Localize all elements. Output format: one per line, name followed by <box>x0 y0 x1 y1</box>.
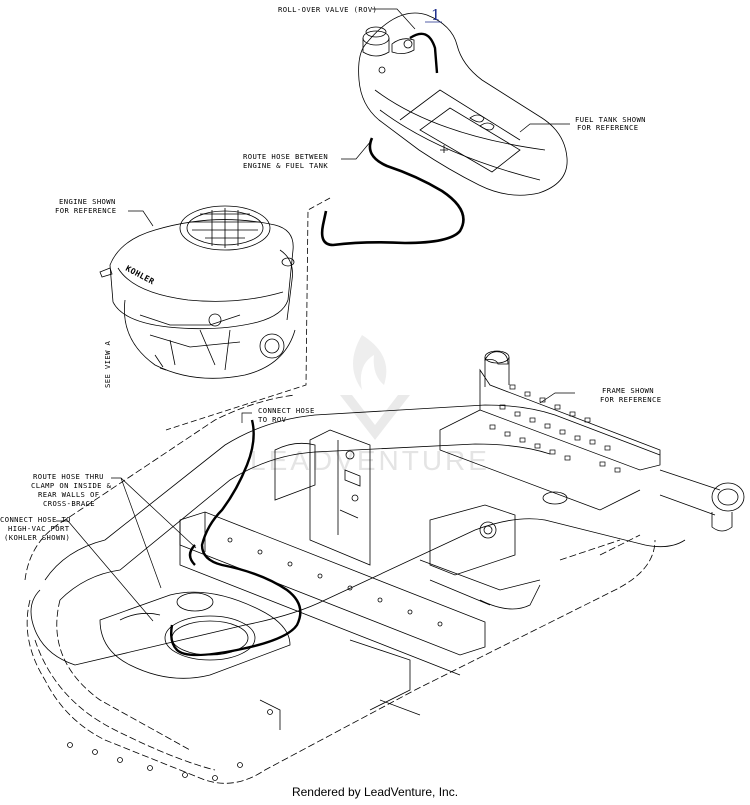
vent-hose-branch <box>188 544 196 566</box>
label-rov: ROLL-OVER VALVE (ROV) <box>278 5 377 14</box>
label-see-view: SEE VIEW A <box>103 340 112 388</box>
fuel-hose[interactable] <box>320 137 465 247</box>
label-engine-1: ENGINE SHOWN <box>59 197 116 206</box>
frame[interactable] <box>24 350 745 784</box>
engine[interactable] <box>99 205 296 379</box>
engine-brand: KOHLER <box>124 264 156 287</box>
label-engine-2: FOR REFERENCE <box>55 206 116 215</box>
fuel-tank[interactable] <box>358 12 568 196</box>
label-route-thru-4: CROSS-BRACE <box>43 499 95 508</box>
rov-hose-top <box>409 32 439 74</box>
vent-hose[interactable] <box>169 419 302 657</box>
footer-credit: Rendered by LeadVenture, Inc. <box>291 785 459 799</box>
view-a-box <box>165 197 331 431</box>
watermark-logo: LEADVENTURE <box>250 335 490 476</box>
label-frame-1: FRAME SHOWN <box>602 386 654 395</box>
label-route-hose-1: ROUTE HOSE BETWEEN <box>243 152 328 161</box>
label-route-hose-2: ENGINE & FUEL TANK <box>243 161 328 170</box>
leader-lines <box>56 8 575 622</box>
label-connect-rov-2: TO ROV <box>258 415 287 424</box>
label-connect-vac-2: HIGH-VAC PORT <box>8 524 70 533</box>
label-fuel-tank-1: FUEL TANK SHOWN <box>575 115 646 124</box>
label-route-thru-2: CLAMP ON INSIDE & <box>31 481 112 490</box>
label-connect-rov-1: CONNECT HOSE <box>258 406 315 415</box>
label-route-thru-3: REAR WALLS OF <box>38 490 99 499</box>
label-route-thru-1: ROUTE HOSE THRU <box>33 472 104 481</box>
label-connect-vac-1: CONNECT HOSE TO <box>0 515 71 524</box>
label-fuel-tank-2: FOR REFERENCE <box>577 123 638 132</box>
callout-number[interactable]: 1 <box>431 6 441 24</box>
label-connect-vac-3: (KOHLER SHOWN) <box>4 533 70 542</box>
svg-text:LEADVENTURE: LEADVENTURE <box>250 445 490 476</box>
label-frame-2: FOR REFERENCE <box>600 395 661 404</box>
